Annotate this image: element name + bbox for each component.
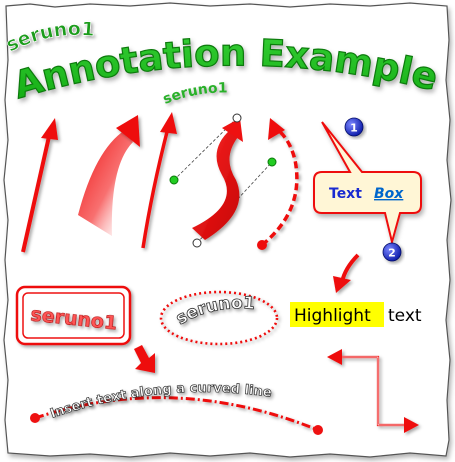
pointer-arrow-highlight xyxy=(333,253,360,293)
curved-line-arrow xyxy=(141,112,177,249)
rect-stamp: seruno1 xyxy=(15,285,132,346)
bezier-ribbon-arrow xyxy=(169,113,277,248)
straight-arrow xyxy=(21,118,58,253)
svg-text:1: 1 xyxy=(350,122,358,135)
control-point-handle[interactable] xyxy=(267,157,277,167)
callout-box: Text Box 1 2 xyxy=(313,117,422,262)
control-point-handle[interactable] xyxy=(169,175,179,185)
svg-text:2: 2 xyxy=(388,247,396,260)
callout-text-link[interactable]: Box xyxy=(374,186,404,202)
callout-text-plain: Text xyxy=(329,186,362,202)
arrow-examples xyxy=(21,112,299,253)
marker-1-icon: 1 xyxy=(344,117,364,137)
highlight-word: Highlight xyxy=(294,306,371,326)
dashed-curved-arrow xyxy=(257,118,299,250)
fading-curved-arrow xyxy=(78,115,140,236)
endpoint-handle[interactable] xyxy=(192,238,202,248)
highlight-rest: text xyxy=(388,306,422,326)
endpoint-handle[interactable] xyxy=(232,113,242,123)
elbow-connector-arrow xyxy=(327,349,419,433)
fat-down-arrow xyxy=(134,345,155,373)
marker-2-icon: 2 xyxy=(382,242,402,262)
highlight-example: Highlight text xyxy=(290,302,422,327)
